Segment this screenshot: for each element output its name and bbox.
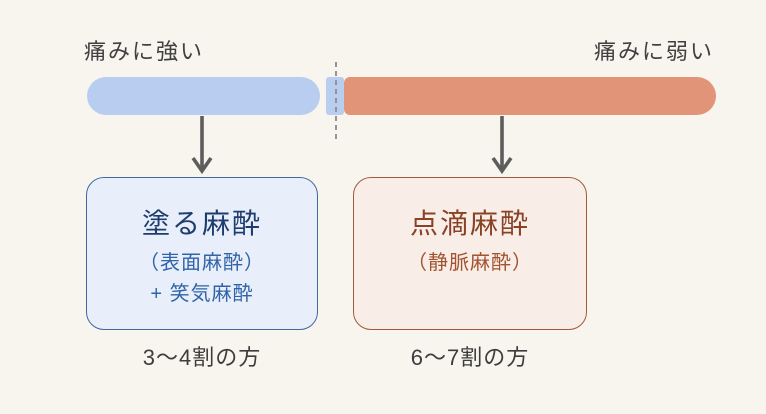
pain-strong-bar xyxy=(87,77,320,115)
pain-weak-bar xyxy=(344,77,716,115)
pain-strong-label: 痛みに強い xyxy=(84,39,205,64)
down-arrow-right-icon xyxy=(491,116,513,175)
topical-anesthesia-title: 塗る麻酔 xyxy=(141,208,262,239)
dashed-divider xyxy=(335,62,337,140)
right-share-caption: 6〜7割の方 xyxy=(410,345,530,370)
iv-anesthesia-box: 点滴麻酔 （静脈麻酔） xyxy=(353,177,587,330)
pain-weak-label: 痛みに弱い xyxy=(593,39,714,64)
iv-anesthesia-subtitle: （静脈麻酔） xyxy=(407,251,533,274)
topical-anesthesia-subtitle: （表面麻酔） xyxy=(139,251,265,274)
down-arrow-left-icon xyxy=(191,116,213,175)
left-share-caption: 3〜4割の方 xyxy=(142,345,262,370)
iv-anesthesia-title: 点滴麻酔 xyxy=(409,208,530,239)
nitrous-oxide-subtitle: + 笑気麻酔 xyxy=(150,282,254,305)
topical-anesthesia-box: 塗る麻酔 （表面麻酔） + 笑気麻酔 xyxy=(86,177,318,330)
